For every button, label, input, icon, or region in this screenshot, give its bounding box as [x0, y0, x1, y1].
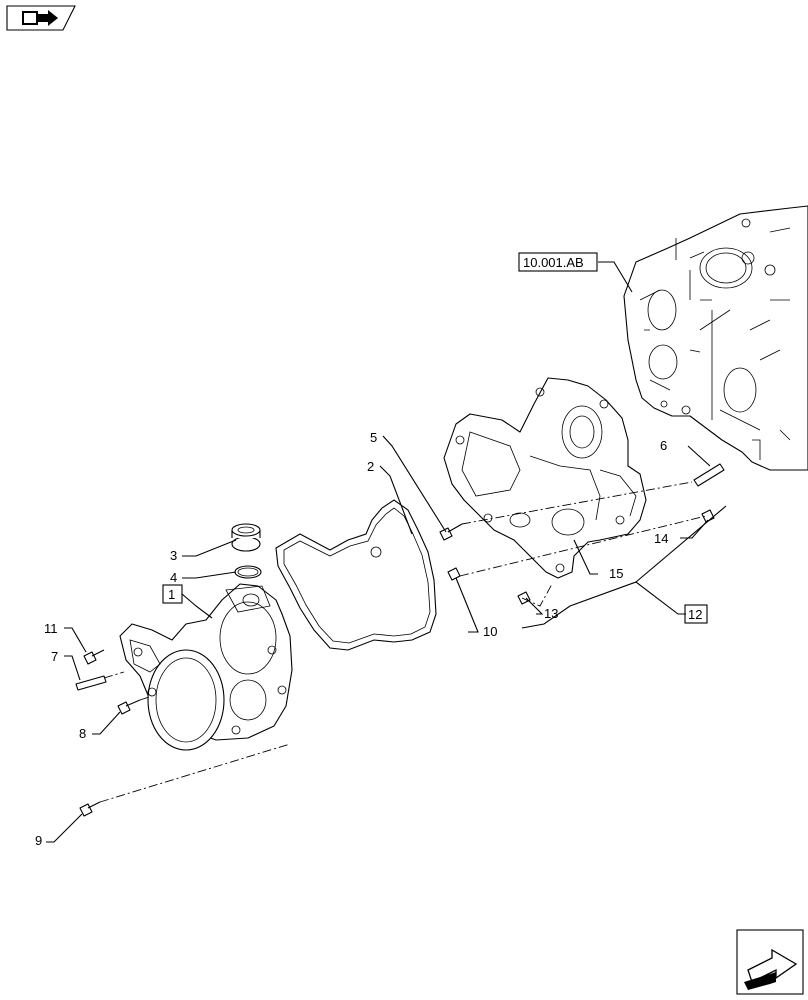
o-ring	[234, 565, 262, 579]
svg-text:1: 1	[168, 587, 175, 602]
leader-lines	[46, 261, 727, 843]
screw-9	[79, 801, 101, 817]
svg-text:7: 7	[51, 649, 58, 664]
callout-11: 11	[44, 621, 58, 636]
callout-2: 2	[367, 459, 374, 474]
svg-text:14: 14	[654, 531, 668, 546]
svg-text:10.001.AB: 10.001.AB	[523, 255, 584, 270]
screw-11	[83, 649, 105, 665]
oil-seal	[231, 523, 261, 552]
rear-timing-housing	[443, 377, 647, 579]
callout-12: 12	[684, 604, 708, 624]
callout-3: 3	[170, 548, 177, 563]
svg-text:2: 2	[367, 459, 374, 474]
housing-gasket	[275, 499, 437, 651]
engine-block	[623, 205, 808, 471]
front-cover	[119, 583, 293, 751]
svg-text:9: 9	[35, 833, 42, 848]
screw-5	[439, 523, 463, 541]
callout-10: 10	[483, 624, 497, 639]
callout-6: 6	[660, 438, 667, 453]
svg-text:8: 8	[79, 726, 86, 741]
svg-text:13: 13	[544, 606, 558, 621]
book-arrow-icon[interactable]	[6, 5, 76, 31]
svg-text:6: 6	[660, 438, 667, 453]
svg-text:12: 12	[688, 607, 702, 622]
screw-8	[117, 699, 141, 715]
callout-8: 8	[79, 726, 86, 741]
callout-5: 5	[370, 430, 377, 445]
callout-13: 13	[544, 606, 558, 621]
svg-text:5: 5	[370, 430, 377, 445]
stud-7	[75, 675, 107, 691]
screw-10	[447, 567, 461, 581]
callout-9: 9	[35, 833, 42, 848]
stud-6	[693, 463, 725, 487]
reference-10-001-ab[interactable]: 10.001.AB	[518, 252, 598, 272]
next-page-arrow-icon[interactable]	[736, 929, 804, 995]
callout-7: 7	[51, 649, 58, 664]
plug-13	[517, 591, 531, 605]
svg-text:15: 15	[609, 566, 623, 581]
svg-text:11: 11	[44, 621, 58, 636]
svg-text:4: 4	[170, 570, 177, 585]
svg-text:10: 10	[483, 624, 497, 639]
callout-14: 14	[654, 531, 668, 546]
callout-4: 4	[170, 570, 177, 585]
callout-15: 15	[609, 566, 623, 581]
svg-text:3: 3	[170, 548, 177, 563]
callout-1: 1	[162, 584, 183, 604]
